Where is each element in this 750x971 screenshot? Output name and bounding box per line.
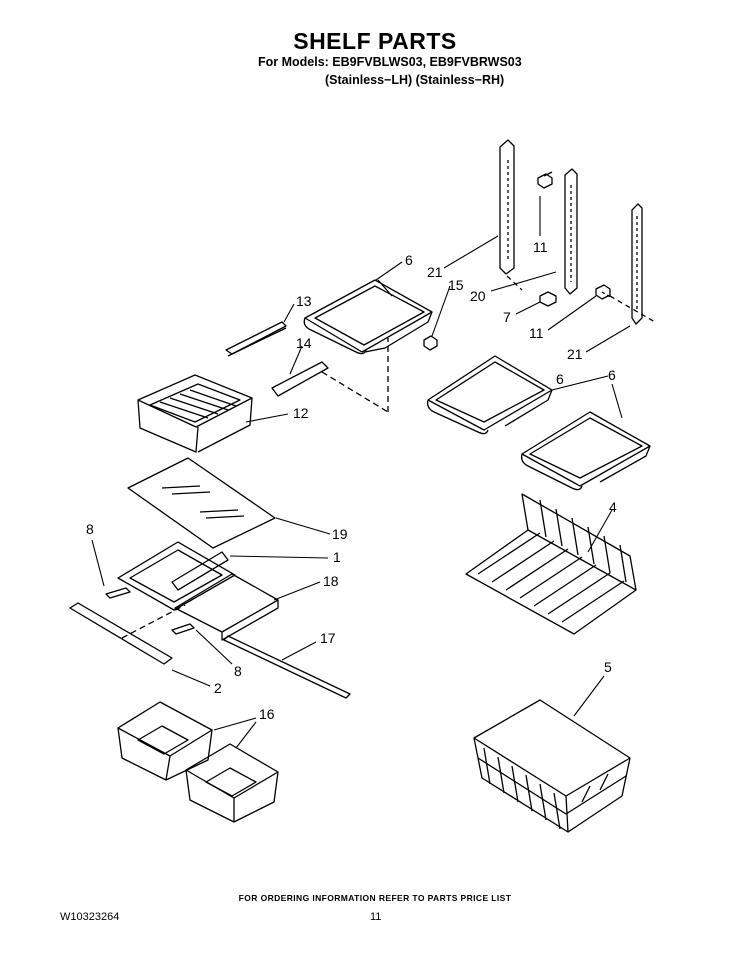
screw-15 <box>423 335 438 351</box>
bin-16-left <box>117 701 213 781</box>
callout-6-b: 6 <box>556 371 564 387</box>
part-8-clip-upper <box>105 587 131 599</box>
callout-8-b: 8 <box>234 663 242 679</box>
page-title: SHELF PARTS <box>293 28 457 54</box>
callout-13: 13 <box>296 293 312 309</box>
variants-line: (Stainless−LH) (Stainless−RH) <box>325 73 505 87</box>
callout-6-a: 6 <box>405 252 413 268</box>
callout-6-c: 6 <box>608 367 616 383</box>
ordering-note: FOR ORDERING INFORMATION REFER TO PARTS … <box>238 893 512 903</box>
rod-17 <box>223 635 351 699</box>
callout-11-b: 11 <box>529 325 544 341</box>
screw-7 <box>539 291 557 307</box>
callout-19: 19 <box>332 526 348 542</box>
rail-right <box>609 203 656 325</box>
screw-11-top <box>537 171 553 189</box>
document-number: W10323264 <box>60 911 120 923</box>
callout-8-a: 8 <box>86 521 94 537</box>
wire-shelf-4 <box>465 493 637 635</box>
trim-2 <box>69 602 173 665</box>
page-number: 11 <box>370 911 382 923</box>
screw-11-lower <box>595 284 613 300</box>
models-line: For Models: EB9FVBLWS03, EB9FVBRWS03 <box>258 55 522 69</box>
callout-18: 18 <box>323 573 339 589</box>
callout-14: 14 <box>296 335 312 351</box>
callout-20: 20 <box>470 288 486 304</box>
bin-16-right <box>185 743 279 823</box>
callout-11-a: 11 <box>533 239 548 255</box>
rail-middle <box>564 168 578 295</box>
callout-2: 2 <box>214 680 222 696</box>
wire-basket-5 <box>473 699 631 833</box>
callout-21-a: 21 <box>427 264 443 280</box>
callout-4: 4 <box>609 499 617 515</box>
leader-lines <box>91 196 631 749</box>
glass-shelf-right-lower <box>520 411 651 491</box>
callout-12: 12 <box>293 405 309 421</box>
callout-5: 5 <box>604 659 612 675</box>
callout-16: 16 <box>259 706 275 722</box>
callout-15: 15 <box>448 277 464 293</box>
frame-guide-line <box>121 604 186 639</box>
callout-labels: 21 11 20 7 11 21 6 15 13 14 12 6 6 4 19 … <box>86 239 617 722</box>
callout-17: 17 <box>320 630 336 646</box>
part-13-bracket <box>225 321 287 357</box>
glass-shelf-19 <box>127 457 276 549</box>
callout-7: 7 <box>503 309 511 325</box>
part-8-clip-lower <box>171 623 195 635</box>
glass-shelf-right-upper <box>426 355 553 435</box>
callout-1: 1 <box>333 549 341 565</box>
shelf-frame-18 <box>117 541 279 641</box>
glass-shelf-top <box>303 279 433 355</box>
part-14-bracket <box>271 338 389 413</box>
crisper-drawer-12 <box>137 374 253 453</box>
callout-21-b: 21 <box>567 346 583 362</box>
rail-left <box>499 139 523 291</box>
